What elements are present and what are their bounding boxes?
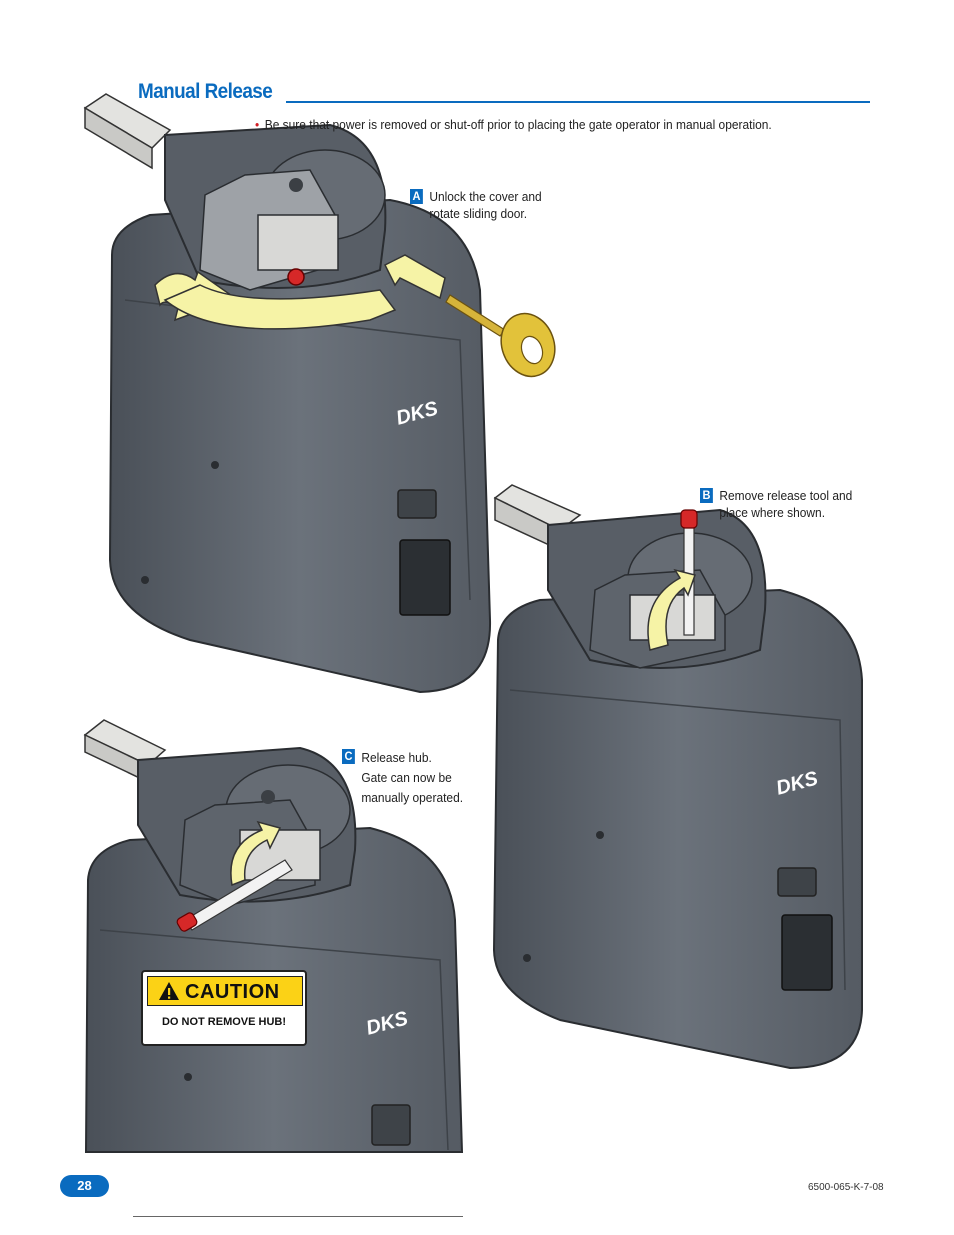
title-rule <box>286 101 870 103</box>
bottom-rule <box>133 1216 463 1217</box>
intro-bullet-text: Be sure that power is removed or shut-of… <box>264 117 772 132</box>
step-a-badge: A <box>410 189 423 204</box>
caution-heading: CAUTION <box>185 981 280 1003</box>
bullet-dot: • <box>255 117 260 132</box>
operator-view-b: DKS <box>492 484 863 1070</box>
caution-label: CAUTION DO NOT REMOVE HUB! <box>141 970 307 1046</box>
page-title: Manual Release <box>138 80 273 103</box>
warning-triangle-icon <box>159 982 179 1000</box>
caution-header: CAUTION <box>147 976 303 1006</box>
page-number: 28 <box>60 1175 109 1197</box>
document-code: 6500-065-K-7-08 <box>808 1182 884 1193</box>
operator-view-a: DKS <box>83 93 556 694</box>
caution-message: DO NOT REMOVE HUB! <box>161 1016 287 1028</box>
intro-bullet: • Be sure that power is removed or shut-o… <box>255 117 772 132</box>
step-b-badge: B <box>700 488 713 503</box>
step-c-badge: C <box>342 749 355 764</box>
